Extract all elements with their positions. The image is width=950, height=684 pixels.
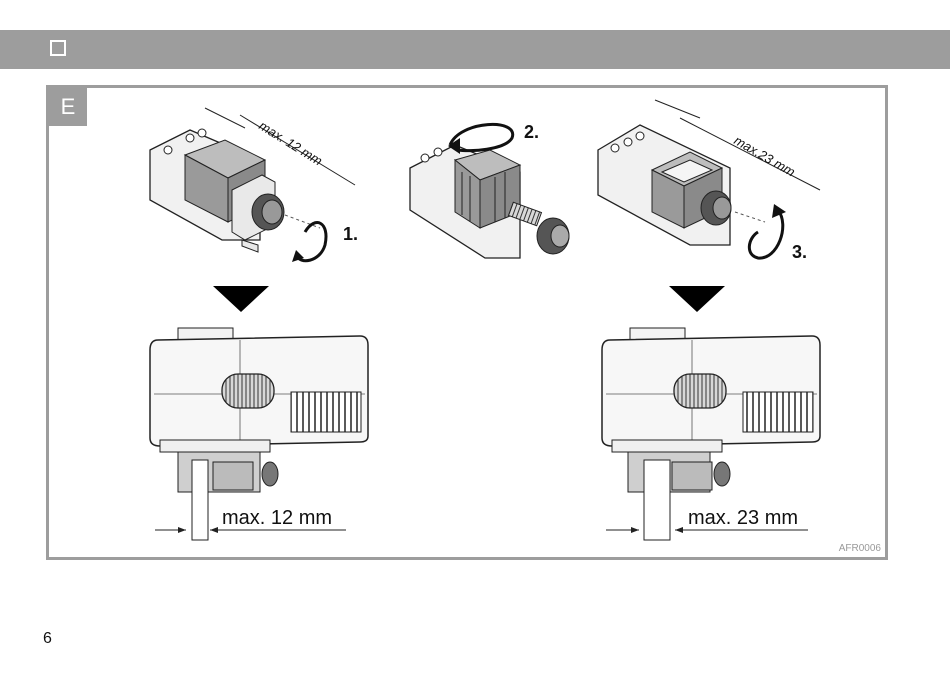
result-1-dimension: max. 12 mm: [222, 507, 332, 529]
bracket-step-2: [409, 122, 570, 259]
header-bar: [0, 30, 950, 69]
section-letter: E: [49, 88, 87, 126]
step-1-dimension: max. 12 mm: [256, 118, 325, 169]
arrow-down-icon: [213, 286, 269, 312]
device-result-2: [601, 327, 821, 541]
page-number: 6: [43, 630, 52, 647]
step-1-label: 1.: [343, 224, 358, 244]
figure-code: AFR0006: [838, 543, 881, 554]
checkbox-empty-icon: [50, 40, 66, 56]
result-2-dimension: max. 23 mm: [688, 507, 798, 529]
bracket-step-3: [597, 99, 821, 260]
bracket-step-1: [149, 107, 356, 263]
step-2-label: 2.: [524, 122, 539, 142]
arrow-down-icon: [669, 286, 725, 312]
device-result-1: [149, 327, 369, 541]
step-3-label: 3.: [792, 242, 807, 262]
step-3-dimension: max.23 mm: [732, 133, 798, 180]
